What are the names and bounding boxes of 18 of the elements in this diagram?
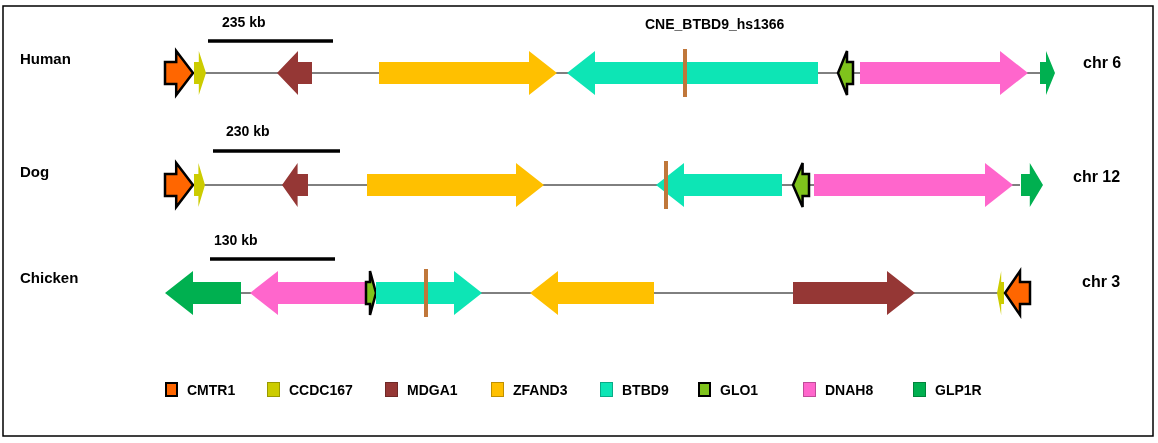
scale-label: 130 kb (214, 233, 258, 247)
legend-label: GLP1R (935, 383, 982, 397)
legend-label: DNAH8 (825, 383, 874, 397)
scale-label: 235 kb (222, 15, 266, 29)
chromosome-label: chr 3 (1082, 274, 1121, 290)
species-label: Dog (20, 164, 50, 179)
legend-label: GLO1 (720, 383, 759, 397)
chromosome-label: chr 6 (1083, 55, 1122, 71)
chromosome-label: chr 12 (1073, 169, 1121, 185)
legend-label: CCDC167 (289, 383, 353, 397)
legend-label: BTBD9 (622, 383, 669, 397)
legend-label: ZFAND3 (513, 383, 568, 397)
species-label: Human (20, 51, 71, 66)
legend-label: MDGA1 (407, 383, 458, 397)
scale-label: 230 kb (226, 124, 270, 138)
species-label: Chicken (20, 270, 79, 285)
legend-label: CMTR1 (187, 383, 236, 397)
cne-label: CNE_BTBD9_hs1366 (645, 17, 785, 31)
